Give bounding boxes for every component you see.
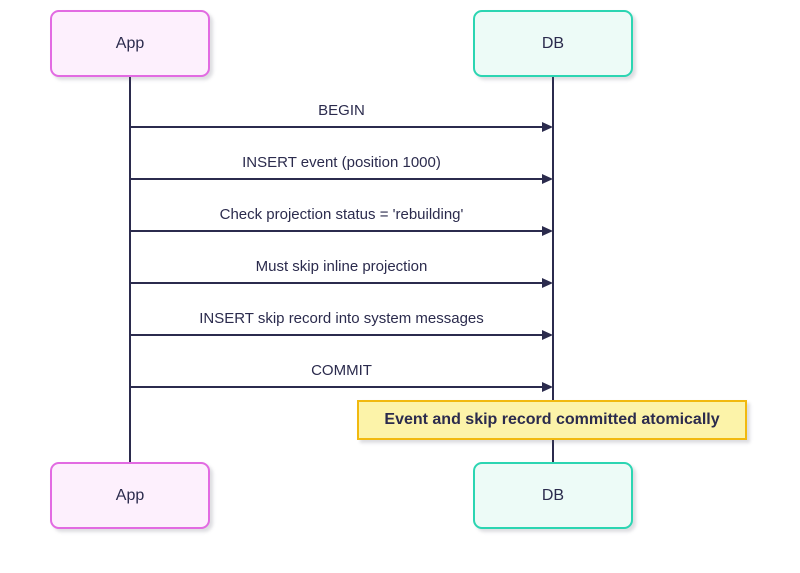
arrow-line [130,282,542,284]
arrowhead-icon [542,226,553,236]
actor-label-app: App [115,486,145,504]
lifeline-db [552,77,554,462]
message-label: Check projection status = 'rebuilding' [219,206,464,223]
message-label: INSERT event (position 1000) [242,154,441,171]
message-label: Must skip inline projection [255,258,428,275]
arrowhead-icon [542,122,553,132]
arrow-line [130,334,542,336]
actor-box-db-top: DB [473,10,633,77]
arrowhead-icon [542,278,553,288]
message-label: INSERT skip record into system messages [199,310,484,327]
arrowhead-icon [542,382,553,392]
message-commit: COMMIT [130,352,553,392]
actor-label-app: App [115,34,145,52]
message-label: BEGIN [318,102,365,119]
lifeline-app [129,77,131,462]
arrow-line [130,230,542,232]
arrowhead-icon [542,174,553,184]
actor-box-db-bottom: DB [473,462,633,529]
message-label: COMMIT [311,362,372,379]
note-atomic-commit: Event and skip record committed atomical… [357,400,747,440]
arrow-line [130,126,542,128]
message-insert-skip-record: INSERT skip record into system messages [130,300,553,340]
message-check-status: Check projection status = 'rebuilding' [130,196,553,236]
arrowhead-icon [542,330,553,340]
arrow-line [130,386,542,388]
arrow-line [130,178,542,180]
actor-label-db: DB [541,486,565,504]
message-begin: BEGIN [130,92,553,132]
actor-label-db: DB [541,34,565,52]
message-insert-event: INSERT event (position 1000) [130,144,553,184]
note-label: Event and skip record committed atomical… [384,411,720,428]
actor-box-app-bottom: App [50,462,210,529]
actor-box-app-top: App [50,10,210,77]
message-skip-projection: Must skip inline projection [130,248,553,288]
